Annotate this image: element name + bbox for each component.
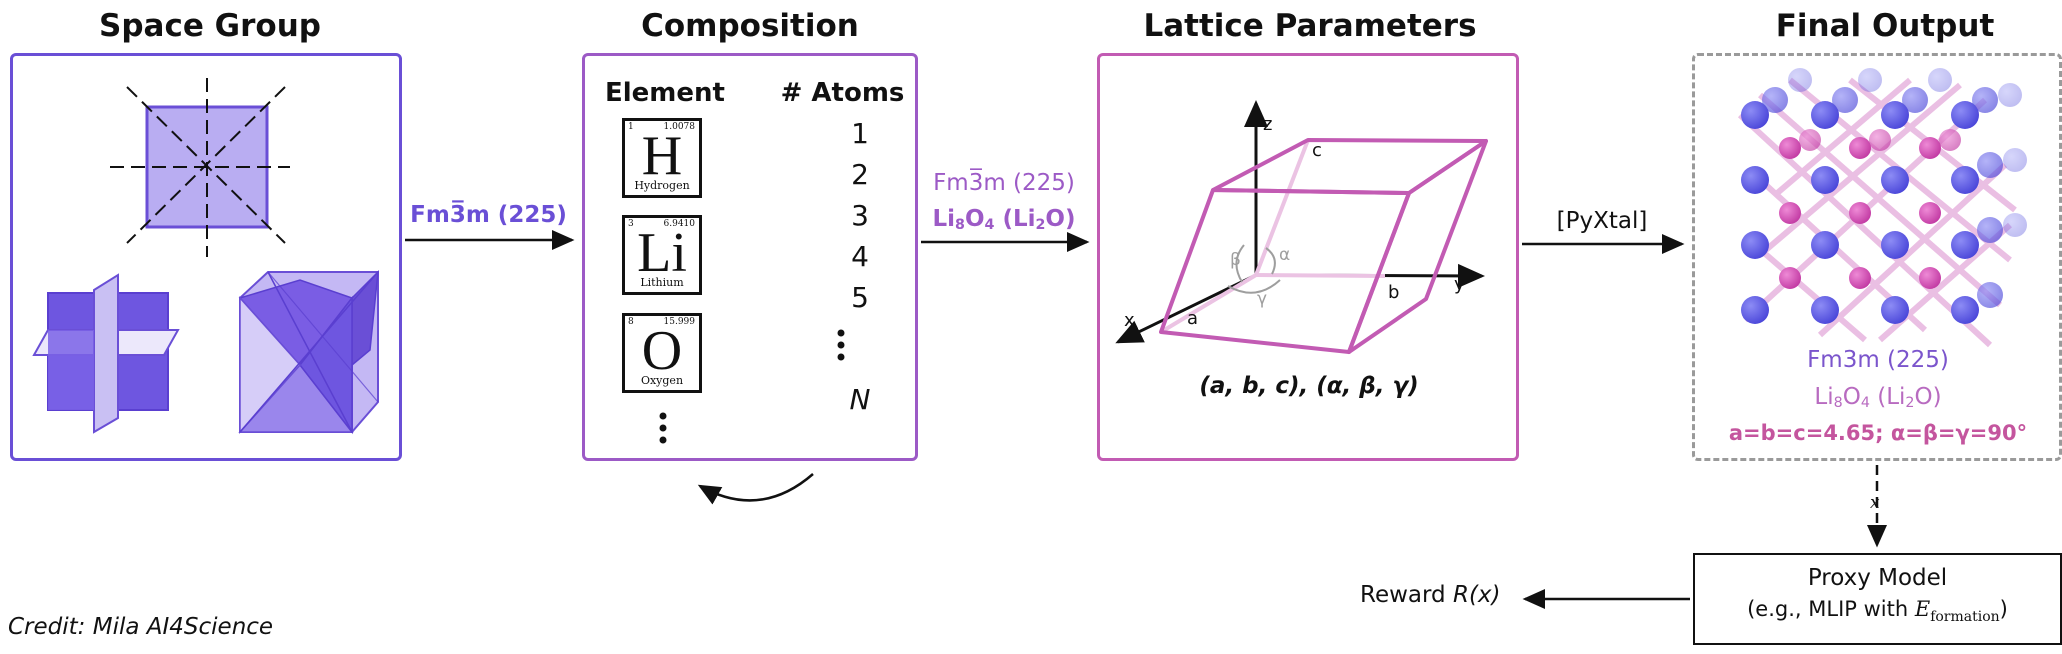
mirror-planes-icon <box>32 273 180 434</box>
lattice-title: Lattice Parameters <box>1143 8 1477 44</box>
atom-count-n: N <box>849 383 871 416</box>
angle-alpha-label: α <box>1279 245 1291 265</box>
proxy-model-title: Proxy Model <box>1807 565 1948 591</box>
element-ellipsis-dots <box>659 412 667 444</box>
crystal-atoms-mid <box>1762 87 2003 308</box>
angle-gamma-label: γ <box>1257 289 1268 309</box>
lattice-params-label: (a, b, c), (α, β, γ) <box>1199 373 1419 399</box>
octahedral-cube-icon <box>238 269 379 435</box>
crystal-atoms-back <box>1788 68 2027 237</box>
arrow2-space-group-label: Fm3̅m (225) <box>933 170 1075 196</box>
crystal-structure <box>1737 68 2027 348</box>
final-output-title: Final Output <box>1775 8 1995 44</box>
atoms-column-header: # Atoms <box>780 78 905 108</box>
count-ellipsis-dots <box>837 329 845 361</box>
atom-count: 4 <box>851 240 869 273</box>
atom-count: 1 <box>851 117 869 150</box>
composition-panel <box>582 53 918 461</box>
composition-title: Composition <box>641 8 859 44</box>
angle-beta-label: β <box>1230 250 1241 270</box>
final-output-panel <box>1692 53 2062 461</box>
composition-loop-arrow <box>697 473 814 505</box>
final-space-group: Fm3m (225) <box>1807 347 1949 373</box>
element-tile-lithium: 3 6.9410 Li Lithium <box>622 215 702 295</box>
edge-b-label: b <box>1388 282 1400 303</box>
axis-y-label: y <box>1454 274 1465 295</box>
arrow2-formula-label: Li8O4 (Li2O) <box>932 206 1076 234</box>
axis-z-label: z <box>1263 114 1273 135</box>
edge-a-label: a <box>1187 308 1199 329</box>
lattice-panel <box>1097 53 1519 461</box>
final-formula: Li8O4 (Li2O) <box>1814 384 1942 412</box>
lattice-angle-arcs <box>1227 244 1281 294</box>
crystal-atoms-front <box>1741 101 1979 324</box>
credit-text: Credit: Mila AI4Science <box>8 614 274 640</box>
square-symmetry-icon <box>110 78 290 257</box>
final-lattice-params: a=b=c=4.65; α=β=γ=90° <box>1728 421 2028 445</box>
arrow1-space-group-label: Fm3̅m (225) <box>410 202 567 228</box>
proxy-model-subtitle: (e.g., MLIP with Eformation) <box>1747 597 2008 626</box>
edge-c-label: c <box>1312 140 1322 161</box>
x-label: x <box>1870 493 1880 513</box>
proxy-model-box: Proxy Model (e.g., MLIP with Eformation) <box>1693 553 2062 645</box>
atom-count: 5 <box>851 281 869 314</box>
element-tile-oxygen: 8 15.999 O Oxygen <box>622 313 702 393</box>
reward-label: Reward R(x) <box>1360 582 1501 608</box>
atom-count: 3 <box>851 199 869 232</box>
element-tile-hydrogen: 1 1.0078 H Hydrogen <box>622 118 702 198</box>
atom-count: 2 <box>851 158 869 191</box>
space-group-panel <box>10 53 402 461</box>
space-group-title: Space Group <box>99 8 321 44</box>
pyxtal-label: [PyXtal] <box>1556 208 1648 234</box>
lattice-cell <box>1159 138 1488 354</box>
element-column-header: Element <box>605 78 725 108</box>
axis-x-label: x <box>1124 310 1135 331</box>
